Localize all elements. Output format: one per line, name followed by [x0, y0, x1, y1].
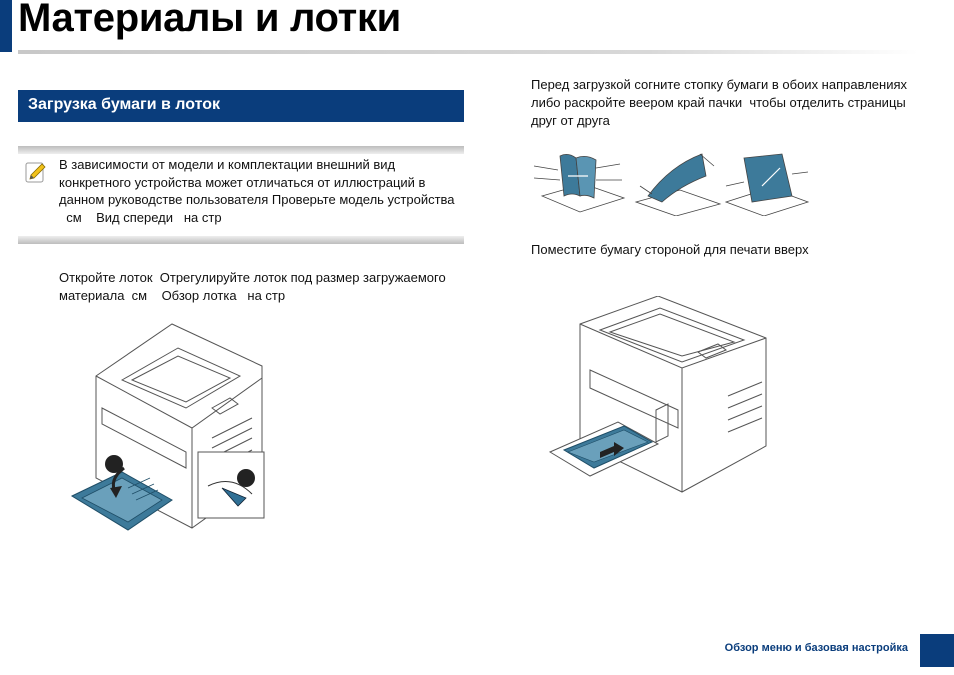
note-line: данном руководстве пользователя Проверьт… [59, 192, 455, 207]
note-top-rule [18, 146, 464, 154]
page-title: Материалы и лотки [18, 0, 401, 40]
note-line: см Вид спереди на стр [59, 209, 222, 225]
section-heading: Загрузка бумаги в лоток [18, 90, 464, 122]
printer-tray-illustration [62, 318, 276, 538]
note-text: В зависимости от модели и комплектации в… [59, 156, 464, 226]
step-line: либо раскройте веером край пачки чтобы о… [531, 95, 906, 110]
note-bottom-rule [18, 236, 464, 244]
page-number-badge [920, 634, 954, 667]
step-place-paper: Поместите бумагу стороной для печати вве… [531, 242, 809, 257]
step-line: материала см Обзор лотка на стр [59, 288, 286, 303]
title-accent-bar [0, 0, 12, 52]
step-line: Перед загрузкой согните стопку бумаги в … [531, 77, 907, 92]
footer-section-label: Обзор меню и базовая настройка [724, 642, 908, 654]
note-line: В зависимости от модели и комплектации в… [59, 157, 396, 172]
note-line: конкретного устройства может отличаться … [59, 174, 426, 190]
step-line: друг от друга [531, 113, 610, 128]
title-divider [18, 50, 918, 54]
paper-flexing-illustration [530, 146, 810, 217]
step-open-tray: Откройте лоток Отрегулируйте лоток под р… [59, 269, 469, 305]
step-line: Откройте лоток Отрегулируйте лоток под р… [59, 270, 446, 285]
note-box: В зависимости от модели и комплектации в… [18, 146, 464, 246]
step-flex-paper: Перед загрузкой согните стопку бумаги в … [531, 76, 936, 130]
pencil-note-icon [24, 160, 48, 184]
paper-loading-illustration [548, 295, 770, 502]
